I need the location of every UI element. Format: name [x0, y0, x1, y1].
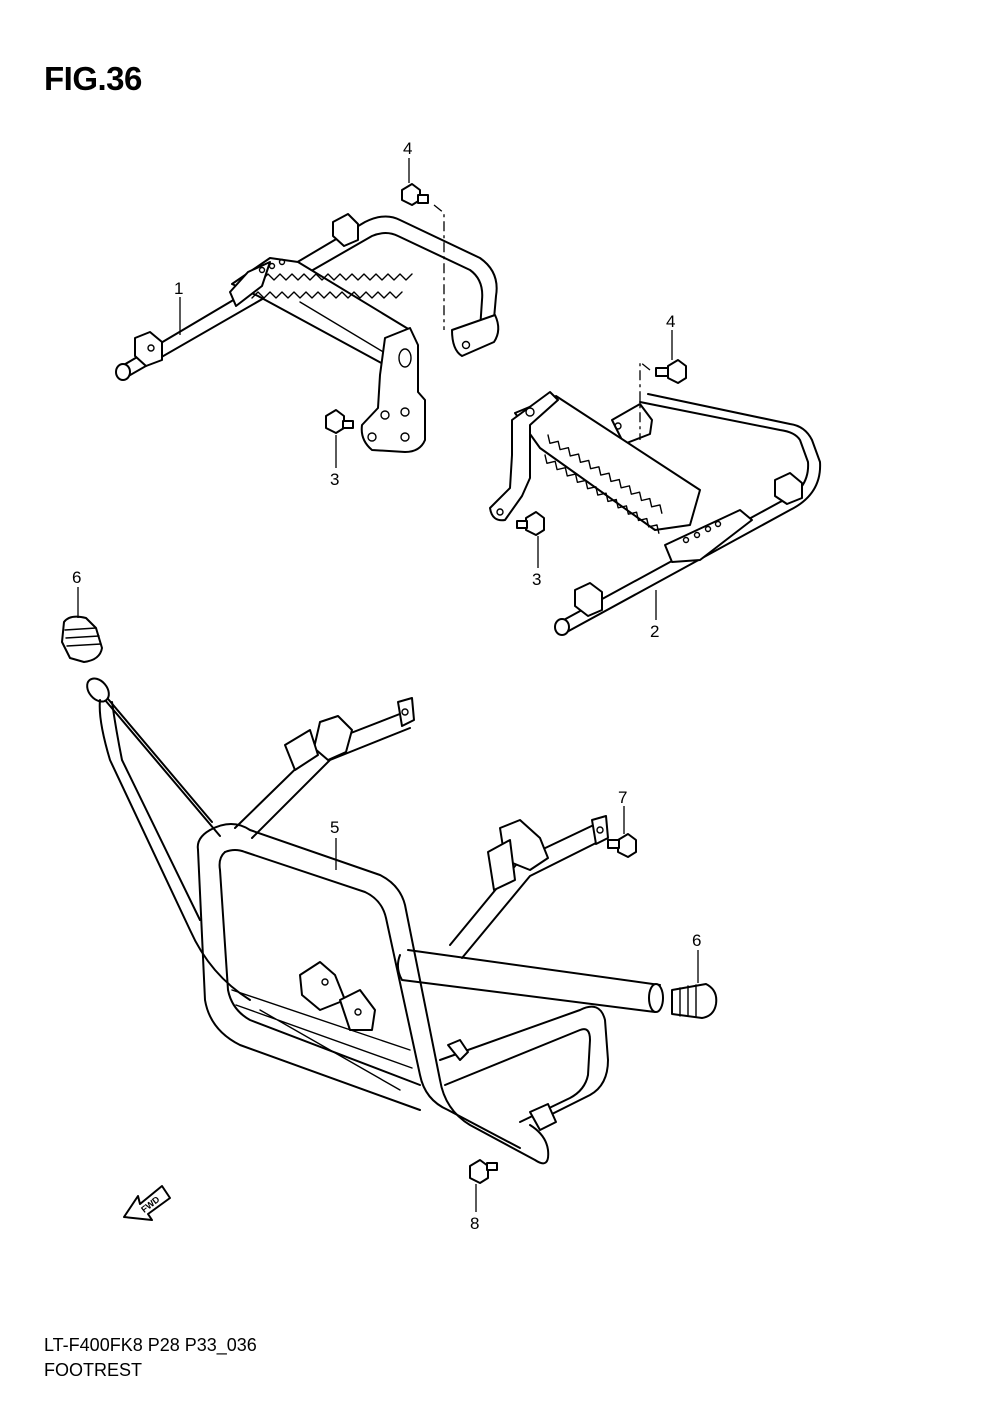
callout-6-left-label: 6 — [72, 568, 81, 587]
flange-bolt-part-4-upper[interactable] — [401, 183, 429, 206]
flange-bolt-part-7[interactable] — [607, 833, 637, 858]
callout-3-upper-label: 3 — [330, 470, 339, 489]
end-cap-part-6-left[interactable] — [61, 615, 103, 663]
flange-bolt-part-8[interactable] — [469, 1159, 498, 1184]
flange-bolt-part-3-lower[interactable] — [516, 511, 545, 536]
section-name: FOOTREST — [44, 1360, 142, 1380]
left-footrest-part-2[interactable] — [489, 391, 822, 636]
callout-1-label: 1 — [174, 279, 183, 298]
callout-4-lower-label: 4 — [666, 312, 675, 331]
flange-bolt-part-3-upper[interactable] — [325, 409, 354, 434]
model-code: LT-F400FK8 P28 P33_036 — [44, 1335, 257, 1355]
figure-title: FIG.36 — [44, 60, 142, 97]
forward-direction-arrow-icon: FWD — [123, 1185, 171, 1221]
right-footrest-part-1[interactable] — [115, 213, 500, 453]
callout-2-label: 2 — [650, 622, 659, 641]
end-cap-part-6-right[interactable] — [671, 983, 718, 1019]
callout-6-right-label: 6 — [692, 931, 701, 950]
callout-7-label: 7 — [618, 788, 627, 807]
callout-8-label: 8 — [470, 1214, 479, 1233]
flange-bolt-part-4-lower[interactable] — [655, 359, 687, 384]
callout-4-upper-label: 4 — [403, 139, 412, 158]
front-bumper-part-5[interactable] — [83, 674, 664, 1165]
callout-3-lower-label: 3 — [532, 570, 541, 589]
callout-5-label: 5 — [330, 818, 339, 837]
